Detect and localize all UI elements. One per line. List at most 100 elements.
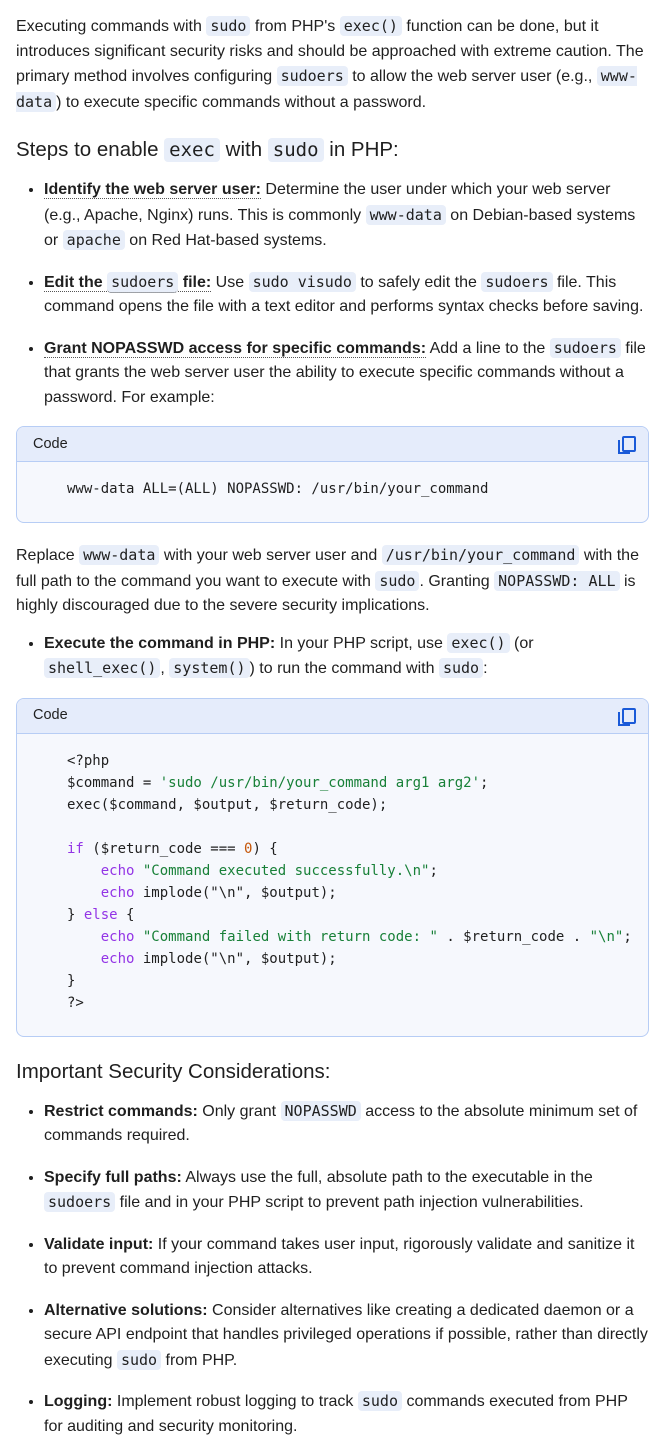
code-block-header: Code: [17, 698, 648, 734]
inline-code: www-data: [365, 204, 446, 225]
glossary-term-link[interactable]: Grant NOPASSWD access for specific comma…: [44, 339, 427, 358]
text: Use: [211, 273, 249, 291]
bold-label: Execute the command in PHP:: [44, 634, 276, 652]
inline-code: sudoers: [276, 66, 348, 86]
text: ) to execute specific commands without a…: [56, 93, 427, 111]
code-token: else: [83, 906, 118, 923]
text: Determine the user under which your web …: [44, 181, 611, 224]
copy-icon[interactable]: [618, 435, 636, 454]
text: from PHP.: [161, 1351, 238, 1369]
list-item: Validate input: If your command takes us…: [44, 1232, 649, 1282]
code-token: ?>: [67, 994, 84, 1011]
code-token: . $return_code .: [437, 928, 590, 945]
inline-code: sudo: [267, 138, 324, 162]
inline-code: sudo: [206, 16, 251, 36]
glossary-term-link[interactable]: Identify the web server user:: [44, 181, 261, 199]
text: Replace: [16, 547, 80, 564]
text: function can be done, but it introduces …: [16, 18, 644, 85]
paragraph: Replace www-data with your web server us…: [16, 543, 649, 619]
code-token: ($return_code ===: [83, 840, 245, 857]
list-item: Alternative solutions: Consider alternat…: [44, 1298, 649, 1374]
text: file that grants the web server user the…: [44, 339, 646, 406]
code-token: implode("\n", $output);: [134, 950, 337, 967]
section-heading: Important Security Considerations:: [16, 1057, 649, 1087]
bold-label: Logging:: [44, 1393, 113, 1410]
code-token: [134, 863, 142, 879]
code-token: [67, 863, 101, 879]
list-item: Logging: Implement robust logging to tra…: [44, 1389, 649, 1439]
list-item: Grant NOPASSWD access for specific comma…: [44, 336, 649, 411]
text: to allow the web server user (e.g.,: [347, 68, 597, 85]
text: with the full path to the command you wa…: [16, 547, 639, 590]
glossary-term-link[interactable]: Edit the: [44, 273, 108, 292]
code-token: ) {: [252, 840, 278, 857]
code-language-label: Code: [33, 707, 68, 724]
text: (or: [509, 634, 534, 652]
code-token: [134, 929, 142, 945]
text: on Red Hat-based systems.: [124, 232, 327, 249]
inline-code: sudoers: [481, 271, 553, 292]
text: In your PHP script, use: [275, 634, 448, 652]
inline-code: NOPASSWD: ALL: [494, 570, 620, 591]
text: with: [219, 138, 268, 161]
inline-code: exec(): [339, 16, 402, 36]
text: Steps to enable: [16, 138, 165, 161]
code-token: <?php: [67, 752, 110, 769]
text: Only grant: [197, 1102, 281, 1120]
bullet-list: Restrict commands: Only grant NOPASSWD a…: [16, 1099, 649, 1440]
code-token: }: [67, 972, 76, 989]
code-token: $command =: [67, 774, 160, 791]
list-item: Identify the web server user: Determine …: [44, 177, 649, 254]
text: commands executed from PHP for auditing …: [44, 1393, 628, 1435]
code-token: ;: [480, 774, 489, 791]
code-block: Code<?php $command = 'sudo /usr/bin/your…: [16, 697, 649, 1037]
text: . Granting: [419, 572, 495, 590]
section-heading: Steps to enable exec with sudo in PHP:: [16, 135, 649, 165]
code-token: if: [67, 840, 84, 857]
code-token: echo: [100, 884, 135, 901]
code-token: }: [67, 906, 84, 923]
code-token: ;: [429, 862, 438, 879]
code-token: "Command executed successfully.\n": [142, 862, 430, 879]
text: Executing commands with: [16, 18, 207, 35]
text: Consider alternatives like creating a de…: [44, 1301, 648, 1369]
inline-code: system(): [169, 658, 250, 678]
text: to safely edit the: [355, 273, 482, 291]
bold-label: Validate input:: [44, 1235, 154, 1253]
code-token: [67, 951, 101, 967]
text: :: [483, 660, 488, 677]
inline-code: exec: [164, 138, 220, 162]
inline-code: sudoers: [44, 1192, 116, 1212]
text: with your web server user and: [159, 547, 382, 564]
inline-code: apache: [62, 230, 125, 250]
code-token: echo: [100, 950, 135, 967]
glossary-term-link[interactable]: file:: [178, 273, 212, 292]
code-token: "\n": [589, 928, 624, 945]
text: from PHP's: [250, 18, 340, 35]
code-token: echo: [100, 862, 135, 879]
bullet-list: Identify the web server user: Determine …: [16, 177, 649, 410]
text: If your command takes user input, rigoro…: [44, 1235, 635, 1278]
text: Important Security Considerations:: [16, 1059, 331, 1083]
text: ,: [160, 660, 170, 677]
code-block-header: Code: [17, 427, 648, 462]
inline-code: /usr/bin/your_command: [381, 545, 580, 565]
inline-code: sudo: [116, 1349, 162, 1370]
code-token: {: [117, 906, 135, 923]
bold-label: Specify full paths:: [44, 1168, 182, 1186]
bullet-list: Execute the command in PHP: In your PHP …: [16, 631, 649, 682]
inline-code: sudoers: [107, 271, 179, 293]
list-item: Specify full paths: Always use the full,…: [44, 1165, 649, 1216]
bold-label: Restrict commands:: [44, 1102, 198, 1120]
text: file. This command opens the file with a…: [44, 273, 644, 316]
copy-icon[interactable]: [618, 707, 636, 726]
code-content: www-data ALL=(ALL) NOPASSWD: /usr/bin/yo…: [17, 462, 648, 522]
text: Implement robust logging to track: [112, 1393, 358, 1410]
code-token: implode("\n", $output);: [134, 884, 337, 901]
code-token: echo: [100, 928, 135, 945]
inline-code: sudo: [375, 570, 420, 591]
inline-code: sudo: [438, 658, 484, 678]
code-token: [67, 929, 101, 945]
